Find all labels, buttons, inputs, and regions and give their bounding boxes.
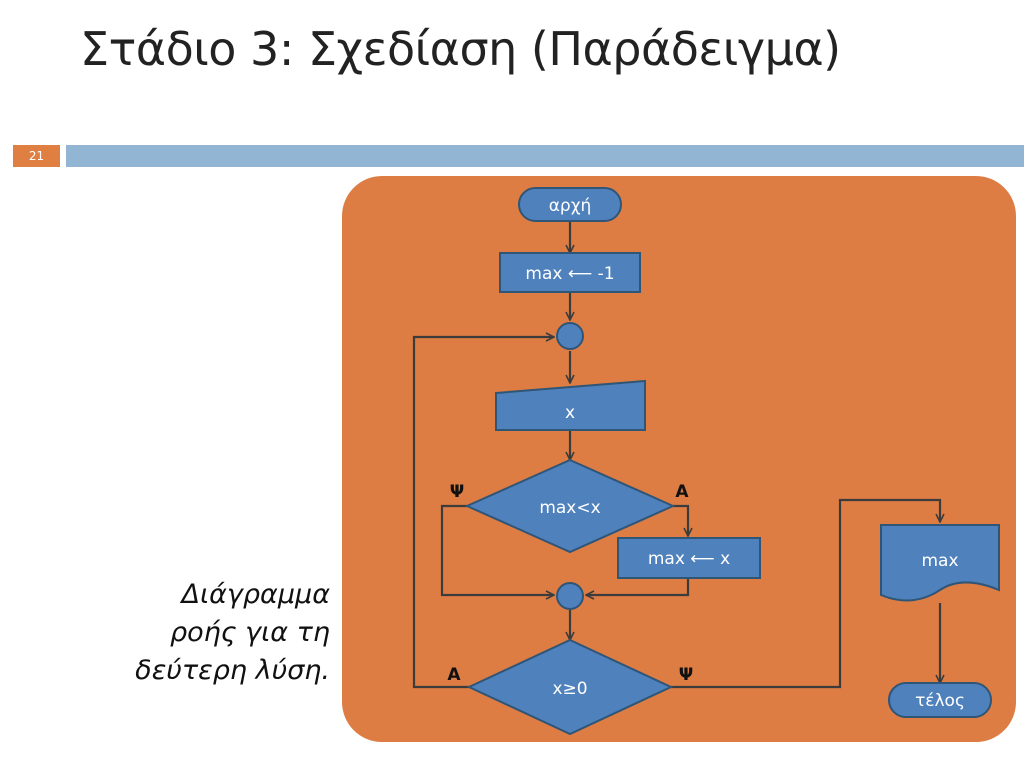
merge-point-1 [556,322,584,350]
decision-2 [466,638,674,736]
assign-process [617,537,761,579]
connectors [412,221,940,689]
input-node [495,379,646,431]
arrow-cond1-yes [673,504,688,536]
merge-point-2 [556,582,584,610]
end-terminal [888,682,992,718]
slide-title: Στάδιο 3: Σχεδίαση (Παράδειγμα) [80,22,841,76]
caption-line-1: Διάγραμμα [181,579,330,610]
decision-1-label: max<x [539,498,600,518]
arrow-cond1-no [440,504,554,595]
assign-label: max ⟵ x [648,549,730,569]
start-terminal [518,187,622,222]
caption-line-2: ροής για τη [169,617,330,648]
input-label: x [565,403,575,423]
init-label: max ⟵ -1 [525,264,614,284]
decision-2-yes-label: Α [447,665,461,685]
arrow-cond2-yes-loop [412,337,554,689]
decision-1-yes-label: Α [675,482,689,502]
end-label: τέλος [915,691,965,711]
start-label: αρχή [549,196,592,216]
arrow-assign-to-merge2 [586,578,690,595]
header-accent-bar [66,145,1024,167]
caption: Διάγραμμα ροής για τη δεύτερη λύση. [70,576,330,690]
output-label: max [921,551,958,571]
caption-line-3: δεύτερη λύση. [135,655,330,686]
arrow-cond2-no [671,498,940,689]
init-process [499,252,641,293]
decision-1 [464,458,676,554]
decision-1-no-label: Ψ [450,482,464,502]
flowchart-panel [342,176,1016,742]
slide-number-box: 21 [13,145,60,167]
output-node [880,524,1000,602]
decision-2-label: x≥0 [552,679,587,699]
slide-number: 21 [28,149,45,163]
decision-2-no-label: Ψ [679,665,693,685]
